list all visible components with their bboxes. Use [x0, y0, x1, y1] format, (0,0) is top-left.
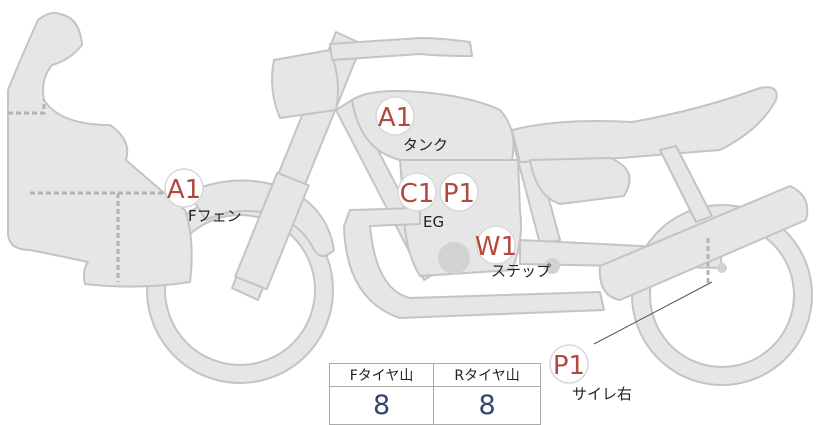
label-tank: A1 タンク	[375, 96, 448, 154]
footpeg	[544, 258, 560, 274]
svg-text:サイレ右: サイレ右	[572, 385, 632, 403]
leader-line	[593, 281, 713, 345]
svg-text:ステップ: ステップ	[491, 262, 551, 280]
handlebar	[329, 37, 473, 61]
label-engine: C1 EG	[397, 172, 444, 231]
front-tire-value: 8	[328, 386, 435, 425]
rear-axle	[717, 263, 727, 273]
svg-text:タンク: タンク	[403, 136, 448, 154]
label-front-fender: A1 Fフェン	[164, 168, 242, 225]
seat	[511, 86, 778, 163]
svg-text:P1: P1	[553, 351, 585, 381]
label-muffler-right: P1 サイレ右	[549, 344, 632, 403]
label-step: W1 ステップ	[475, 225, 551, 280]
svg-text:Fフェン: Fフェン	[188, 207, 242, 225]
front-tire-header: Fタイヤ山	[328, 363, 435, 387]
label-engine-p: P1	[439, 172, 479, 212]
fairing-dashed-line-top	[8, 100, 46, 115]
svg-text:C1: C1	[400, 179, 435, 209]
front-fairing	[7, 11, 193, 288]
rear-tire-header: Rタイヤ山	[433, 363, 541, 387]
side-cover	[529, 157, 631, 205]
svg-text:A1: A1	[167, 175, 201, 205]
rear-frame	[659, 145, 713, 223]
headlight	[271, 49, 339, 119]
svg-text:EG: EG	[423, 213, 444, 231]
exhaust-pipe	[343, 207, 605, 319]
engine-cover	[438, 242, 470, 274]
fork-slider	[234, 171, 310, 291]
tire-tread-table: Fタイヤ山 Rタイヤ山 8 8	[328, 363, 541, 425]
muffler	[598, 185, 809, 301]
rear-tire-value: 8	[433, 386, 541, 425]
svg-text:P1: P1	[443, 179, 475, 209]
svg-text:A1: A1	[378, 103, 412, 133]
svg-text:W1: W1	[475, 232, 517, 262]
